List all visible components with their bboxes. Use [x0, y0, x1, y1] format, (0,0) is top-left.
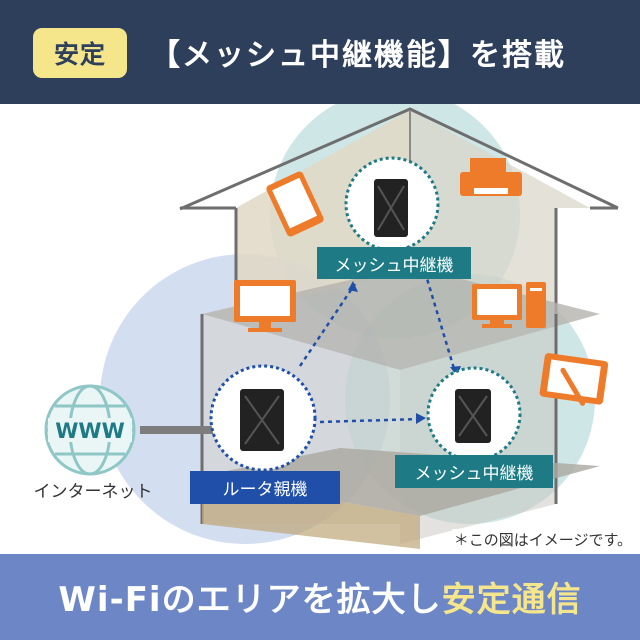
monitor-icon — [234, 280, 296, 332]
wifi-links — [298, 271, 457, 424]
router-label: ルータ親機 — [190, 471, 340, 504]
pen-tablet-icon — [539, 353, 609, 406]
globe-icon: WWW — [44, 384, 136, 476]
router-icon — [455, 389, 491, 443]
mesh-lower-label: メッシュ中継機 — [395, 455, 553, 488]
mesh-lower-node — [426, 366, 522, 462]
roof-outline — [179, 107, 619, 211]
router-icon — [240, 389, 284, 451]
internet-cable — [140, 426, 220, 434]
desktop-pc-icon — [472, 282, 546, 328]
printer-icon — [460, 158, 522, 196]
feature-headline: 【メッシュ中継機能】を搭載 — [150, 38, 566, 73]
mesh-diagram: WWW — [0, 89, 640, 554]
tagline-main: Wi-Fiのエリアを拡大し — [58, 580, 442, 620]
router-icon — [374, 179, 408, 237]
tagline-accent: 安定通信 — [441, 580, 582, 620]
bottom-banner: Wi-Fiのエリアを拡大し安定通信 — [0, 554, 640, 640]
stability-badge: 安定 — [33, 28, 127, 78]
tagline: Wi-Fiのエリアを拡大し安定通信 — [0, 572, 640, 621]
router-node — [209, 364, 317, 472]
tablet-icon — [266, 171, 324, 237]
image-note: ＊この図はイメージです。 — [451, 529, 634, 550]
top-banner: 安定 【メッシュ中継機能】を搭載 — [0, 0, 640, 104]
mesh-upper-label: メッシュ中継機 — [317, 247, 471, 279]
www-text: WWW — [55, 419, 125, 443]
mesh-upper-node — [344, 156, 440, 252]
internet-label: インターネット — [33, 482, 153, 502]
